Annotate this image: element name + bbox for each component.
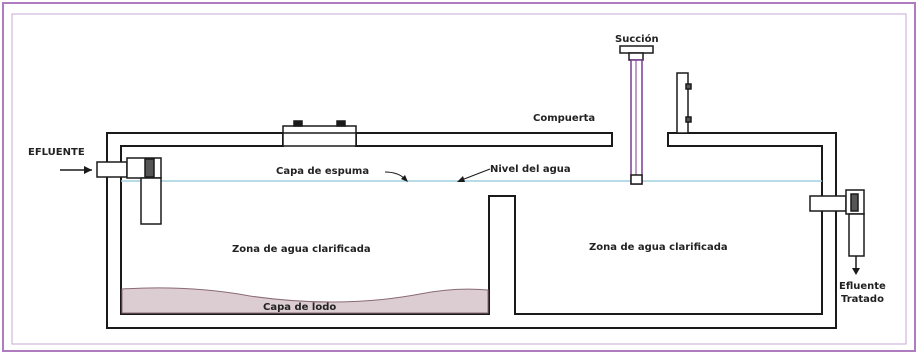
espuma-leader-head: [401, 175, 408, 182]
inlet-arrowhead: [84, 166, 92, 174]
label-capa-espuma: Capa de espuma: [276, 166, 369, 177]
label-efluente-tratado-1: Efluente: [839, 281, 886, 292]
label-nivel-agua: Nivel del agua: [490, 164, 571, 175]
label-zona-der: Zona de agua clarificada: [589, 242, 728, 253]
label-compuerta: Compuerta: [533, 113, 595, 124]
vent-pipe: [676, 72, 692, 134]
outlet-pipe: [809, 189, 865, 257]
sludge-layer: [121, 287, 489, 314]
label-zona-izq: Zona de agua clarificada: [232, 244, 371, 255]
label-succion: Succión: [615, 33, 659, 45]
inlet-pipe: [96, 157, 162, 225]
outlet-arrowhead: [852, 268, 860, 275]
label-efluente-tratado-2: Tratado: [841, 294, 884, 305]
tank-lid: [282, 120, 357, 147]
label-efluente: EFLUENTE: [28, 147, 85, 158]
inner-frame: [11, 13, 907, 345]
nivel-leader-head: [457, 176, 465, 182]
nivel-leader: [458, 168, 491, 182]
label-capa-lodo: Capa de lodo: [263, 302, 336, 313]
suction-pipe: [619, 45, 654, 185]
